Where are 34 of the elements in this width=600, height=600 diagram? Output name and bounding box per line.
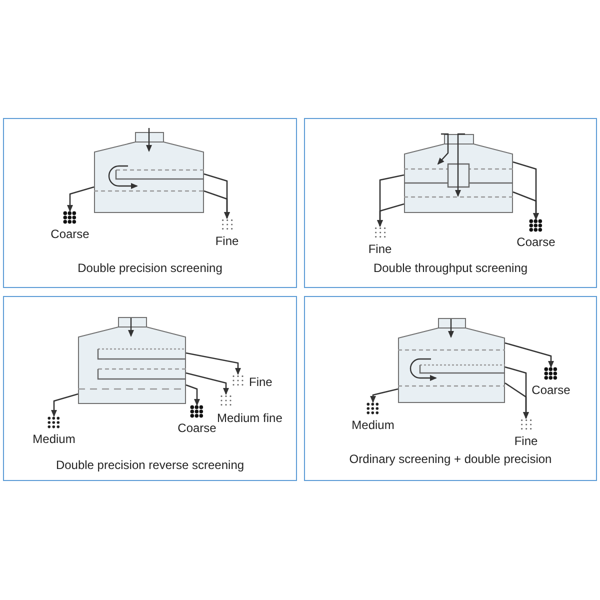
screening-tank [404, 134, 513, 213]
arrow [370, 388, 398, 403]
panel [3, 296, 297, 481]
arrow [504, 382, 529, 419]
arrow [51, 393, 78, 417]
panel-caption: Double throughput screening [373, 261, 528, 275]
panel [3, 118, 297, 288]
panel-caption: Ordinary screening + double precision [349, 452, 552, 466]
output-label: Coarse [178, 421, 216, 435]
output-label: Medium [32, 432, 76, 446]
output-label: Fine [249, 375, 272, 389]
arrow [512, 191, 539, 220]
output-label: Fine [368, 242, 392, 256]
screening-tank [398, 318, 505, 403]
arrow [67, 186, 94, 212]
panel-caption: Double precision reverse screening [56, 458, 244, 472]
output-label: Medium fine [217, 411, 282, 425]
output-label: Coarse [532, 383, 570, 397]
arrow [204, 190, 230, 219]
output-label: Coarse [516, 235, 556, 249]
output-label: Coarse [50, 227, 90, 241]
output-label: Medium [352, 418, 394, 432]
arrow [504, 342, 554, 368]
output-label: Fine [215, 234, 239, 248]
arrow [377, 203, 404, 227]
panel [304, 118, 597, 288]
screening-tank [78, 317, 186, 404]
arrow [186, 352, 241, 375]
screening-tank [94, 132, 204, 213]
panel [304, 296, 597, 481]
output-label: Fine [514, 434, 538, 448]
arrow [186, 372, 229, 395]
arrow [186, 384, 200, 406]
panel-caption: Double precision screening [78, 261, 222, 275]
